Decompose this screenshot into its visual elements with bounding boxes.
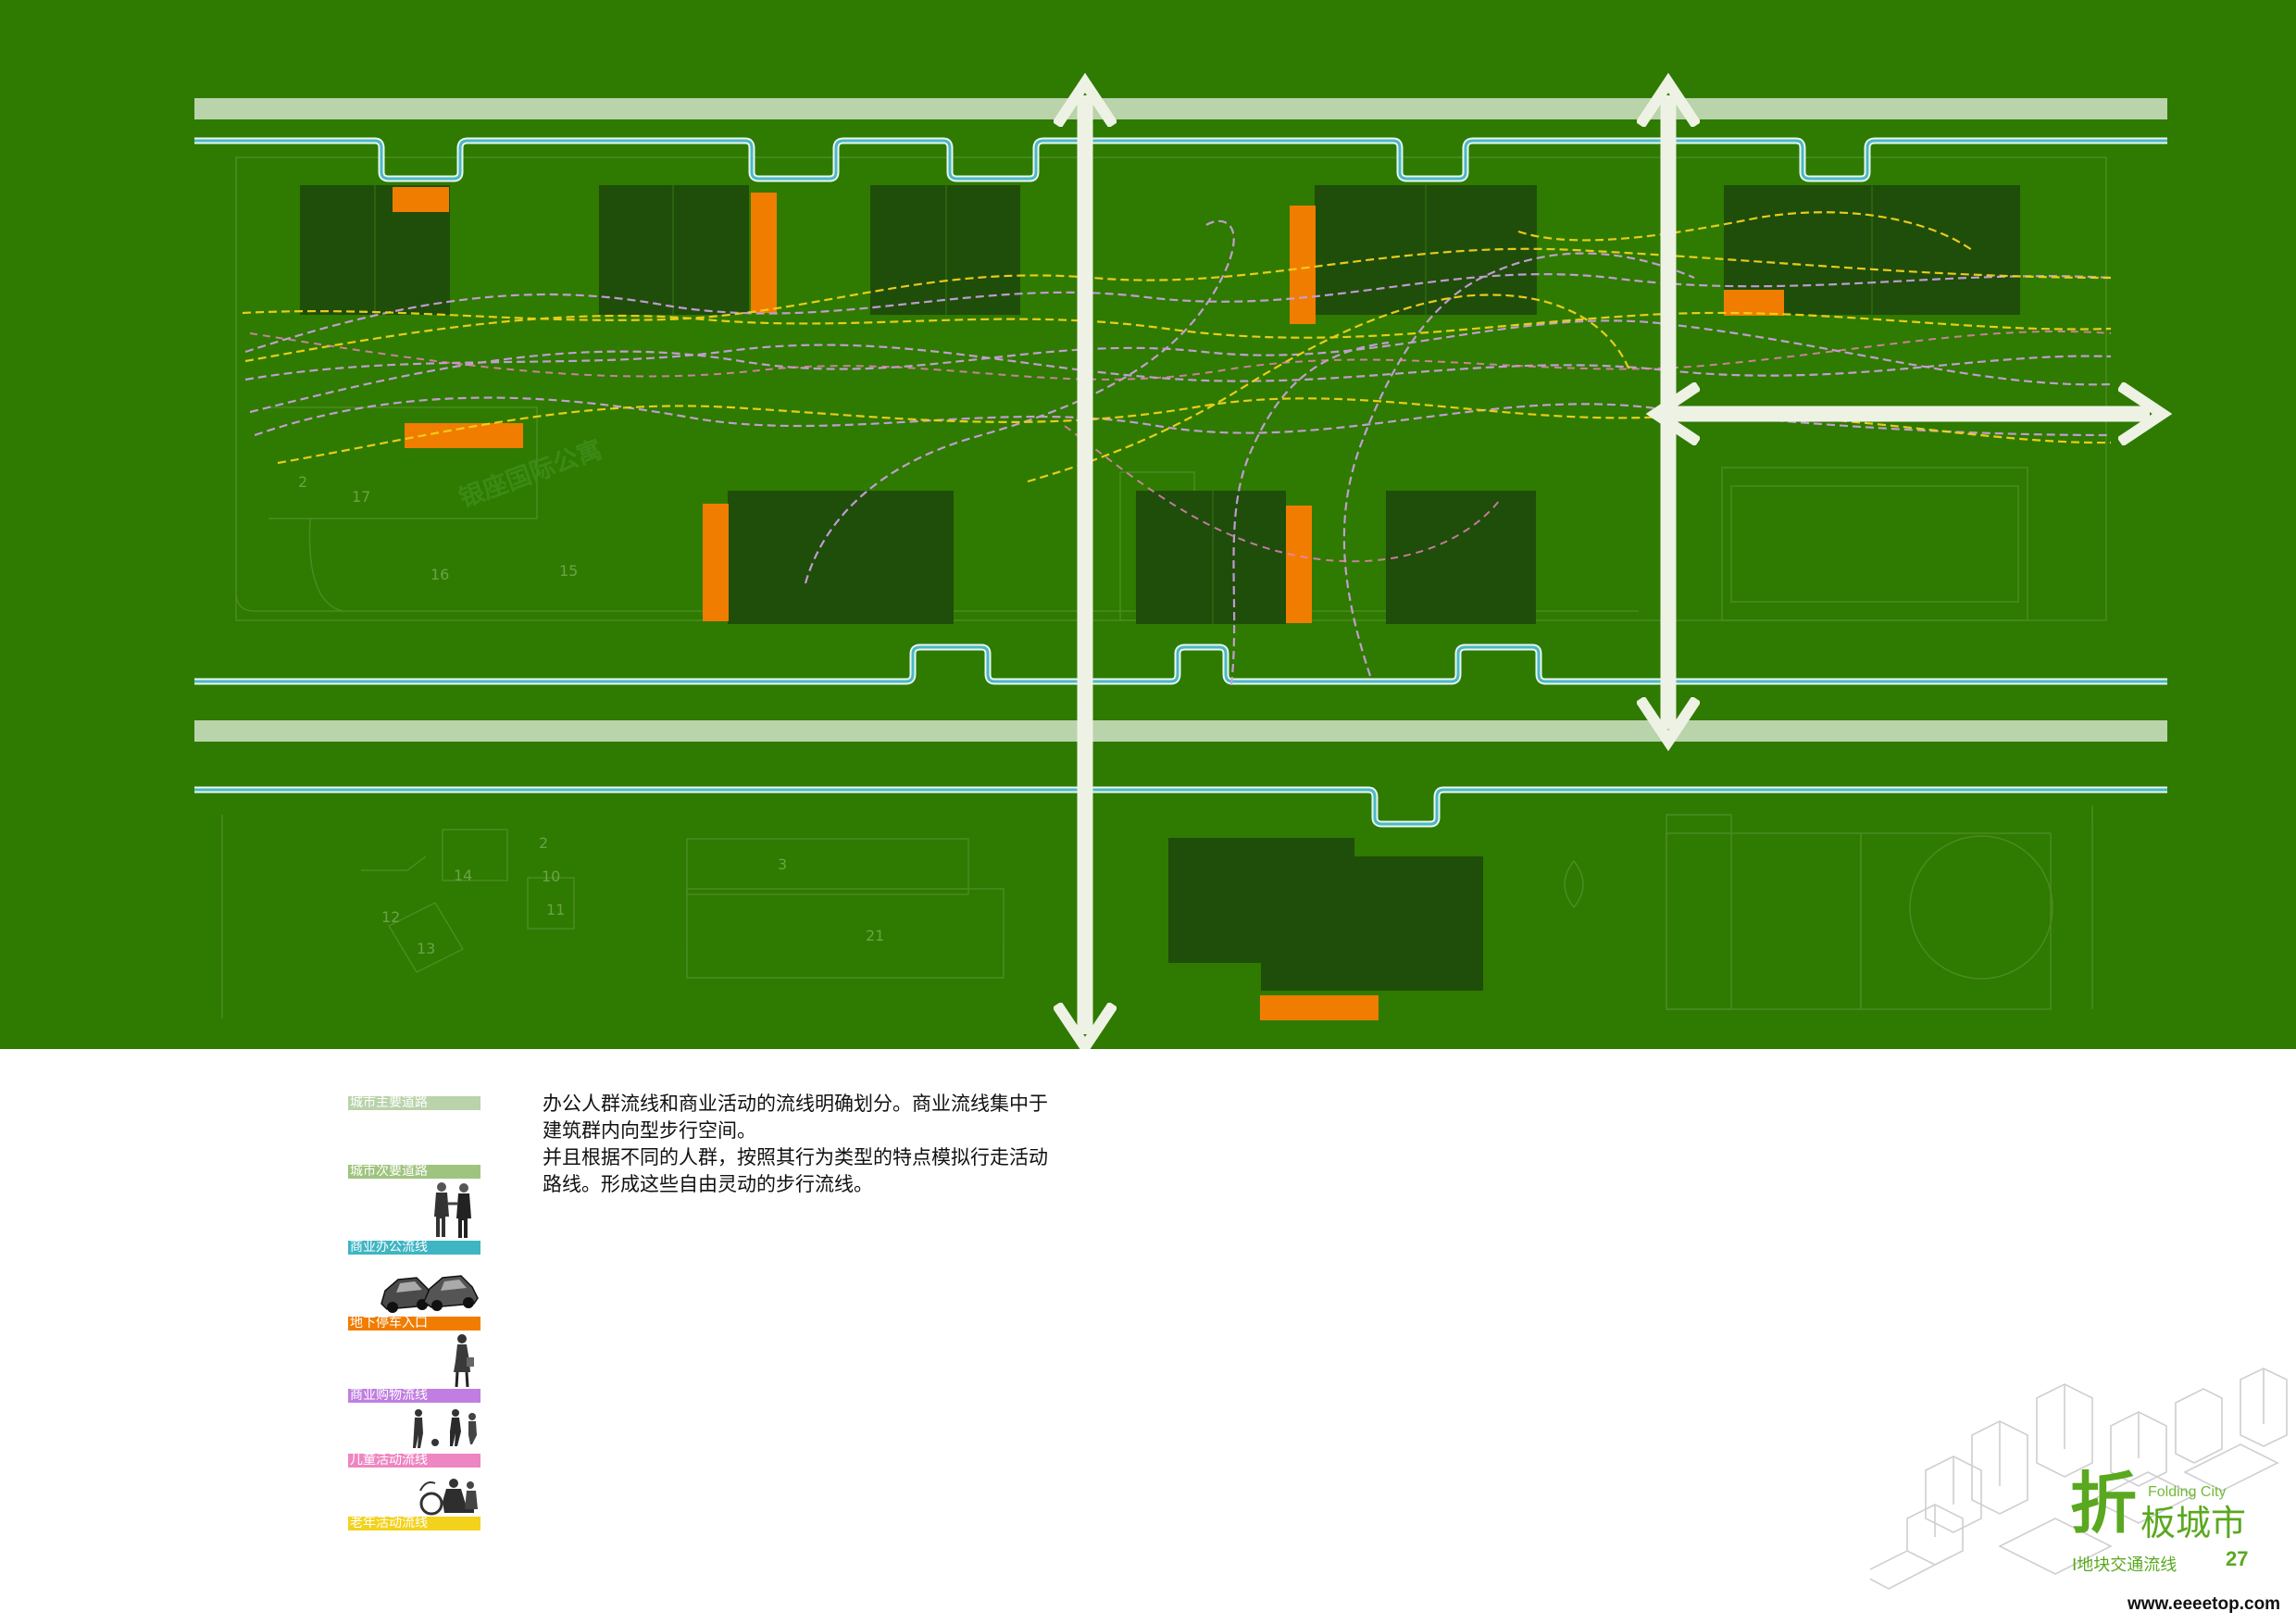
description-line: 办公人群流线和商业活动的流线明确划分。商业流线集中于 [543,1093,1048,1115]
building-block [870,185,1020,315]
svg-text:2: 2 [539,834,548,852]
legend-item-shopping-flow: 商业购物流线 [348,1333,480,1404]
parking-entry [393,187,449,212]
svg-text:14: 14 [454,867,472,884]
svg-text:3: 3 [778,856,787,873]
legend-label: 商业办公流线 [350,1241,428,1255]
legend-label: 儿童活动流线 [350,1454,428,1468]
legend-label: 城市次要道路 [350,1165,428,1179]
svg-text:2: 2 [298,473,307,491]
svg-text:16: 16 [430,566,449,583]
site-plan: 2 17 16 15 14 10 11 12 13 3 21 2 银座国际公寓 [0,0,2296,1049]
page-subtitle: I地块交通流线 [2072,1555,2177,1575]
description-line: 路线。形成这些自由灵动的步行流线。 [543,1173,873,1195]
svg-text:13: 13 [417,940,435,957]
brand-english-title: Folding City [2148,1484,2227,1500]
circulation-arrows [1085,95,2150,1034]
building-dividers [374,185,1873,624]
legend-item-elderly-flow: 老年活动流线 [348,1468,480,1533]
elderly-couple-icon [419,1479,478,1516]
description-line: 并且根据不同的人群，按照其行为类型的特点模拟行走活动 [543,1146,1048,1168]
legend-bar: 老年活动流线 [348,1517,480,1530]
children-playing-icon [413,1409,477,1448]
brand-logo: 折 Folding City 板城市 I地块交通流线 27 www.eeeeto… [1870,1361,2296,1624]
children-flow-lines [249,331,2112,563]
building-numbers: 2 17 16 15 14 10 11 12 13 3 21 2 [298,473,884,957]
building-block [599,185,749,315]
legend-bar: 地下停车入口 [348,1317,480,1330]
legend-bar: 城市次要道路 [348,1165,480,1179]
legend-label: 地下停车入口 [350,1317,428,1330]
building-block [1168,838,1483,991]
shopper-woman-icon [454,1334,474,1388]
parking-entry [1286,506,1312,623]
description: 办公人群流线和商业活动的流线明确划分。商业流线集中于 建筑群内向型步行空间。 并… [543,1091,1209,1198]
building-block [1386,491,1536,624]
isometric-city-graphic [1870,1368,2288,1590]
legend-item-parking: 地下停车入口 [348,1263,480,1333]
svg-text:15: 15 [559,562,578,580]
svg-text:11: 11 [546,901,565,918]
legend-item-main-road: 城市主要道路 [348,1096,480,1111]
legend-bar: 商业购物流线 [348,1389,480,1403]
legend-item-office-flow: 商业办公流线 [348,1181,480,1255]
svg-text:10: 10 [542,868,560,885]
brand-title-large-char: 折 [2070,1465,2138,1543]
parking-entry [1260,995,1379,1020]
legend-bar: 城市主要道路 [348,1096,480,1110]
main-road-north [194,98,2167,119]
legend-label: 城市主要道路 [350,1096,428,1110]
svg-text:12: 12 [381,908,400,926]
parking-entry [1724,290,1784,316]
svg-text:21: 21 [866,927,884,944]
secondary-roads [194,137,2167,828]
website-watermark: www.eeeetop.com [2128,1594,2281,1614]
building-block [728,491,954,624]
parking-entry [703,504,729,621]
legend-bar: 商业办公流线 [348,1241,480,1255]
businessmen-handshake-icon [434,1182,471,1238]
building-block [1136,491,1286,624]
cars-icon [381,1275,479,1313]
parking-entries [393,187,1784,1020]
svg-text:17: 17 [352,488,370,506]
description-line: 建筑群内向型步行空间。 [543,1119,756,1142]
legend-label: 老年活动流线 [350,1517,428,1530]
legend-item-children-flow: 儿童活动流线 [348,1404,480,1468]
legend-bar: 儿童活动流线 [348,1454,480,1468]
parking-entry [751,193,777,313]
legend-label: 商业购物流线 [350,1389,428,1403]
legend-item-secondary-road: 城市次要道路 [348,1165,480,1180]
main-road-south [194,720,2167,742]
page-number: 27 [2226,1547,2249,1570]
brand-title: 板城市 [2140,1503,2247,1543]
parking-entry [1290,206,1316,324]
